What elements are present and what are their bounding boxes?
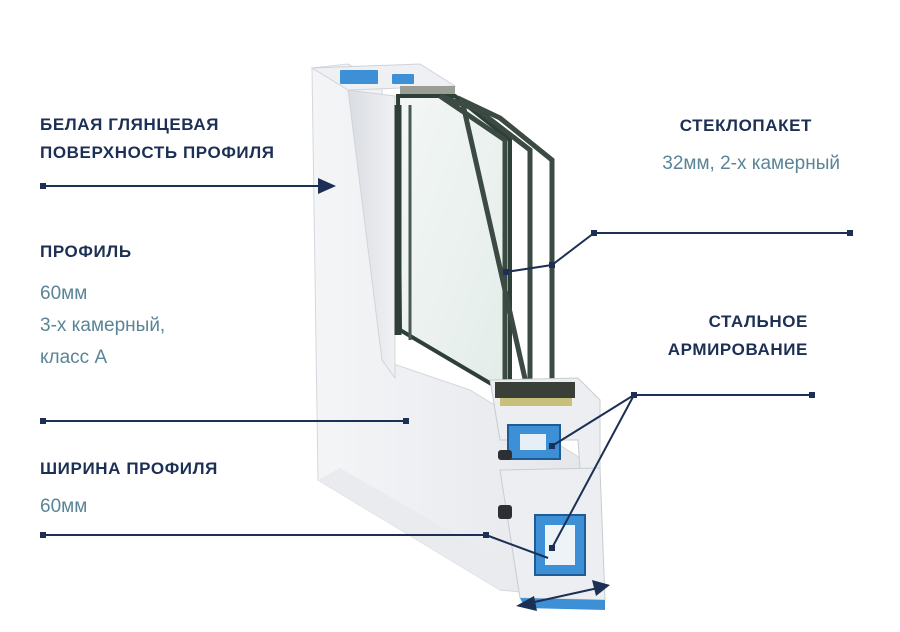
profile-cross-section: [489, 377, 606, 610]
width-value: 60мм: [40, 496, 88, 517]
glass-title: СТЕКЛОПАКЕТ: [679, 116, 812, 135]
profile-line2: 3-х камерный,: [40, 315, 166, 336]
steel-label-line2: АРМИРОВАНИЕ: [667, 340, 808, 359]
profile-title: ПРОФИЛЬ: [40, 242, 132, 261]
profile-frame: [310, 63, 601, 601]
surface-label-line1: БЕЛАЯ ГЛЯНЦЕВАЯ: [40, 115, 220, 134]
steel-label: СТАЛЬНОЕ АРМИРОВАНИЕ: [668, 308, 808, 364]
profile-line3: класс А: [40, 347, 108, 368]
glass-unit: [394, 93, 555, 399]
surface-label-line2: ПОВЕРХНОСТЬ ПРОФИЛЯ: [40, 143, 275, 162]
profile-description: 60мм 3-х камерный, класс А: [40, 278, 165, 374]
steel-label-line1: СТАЛЬНОЕ: [708, 312, 808, 331]
surface-label: БЕЛАЯ ГЛЯНЦЕВАЯ ПОВЕРХНОСТЬ ПРОФИЛЯ: [40, 111, 275, 167]
glass-value: 32мм, 2-х камерный: [662, 153, 840, 174]
width-title: ШИРИНА ПРОФИЛЯ: [40, 459, 218, 478]
leader-lines: [40, 178, 853, 611]
profile-line1: 60мм: [40, 283, 88, 304]
